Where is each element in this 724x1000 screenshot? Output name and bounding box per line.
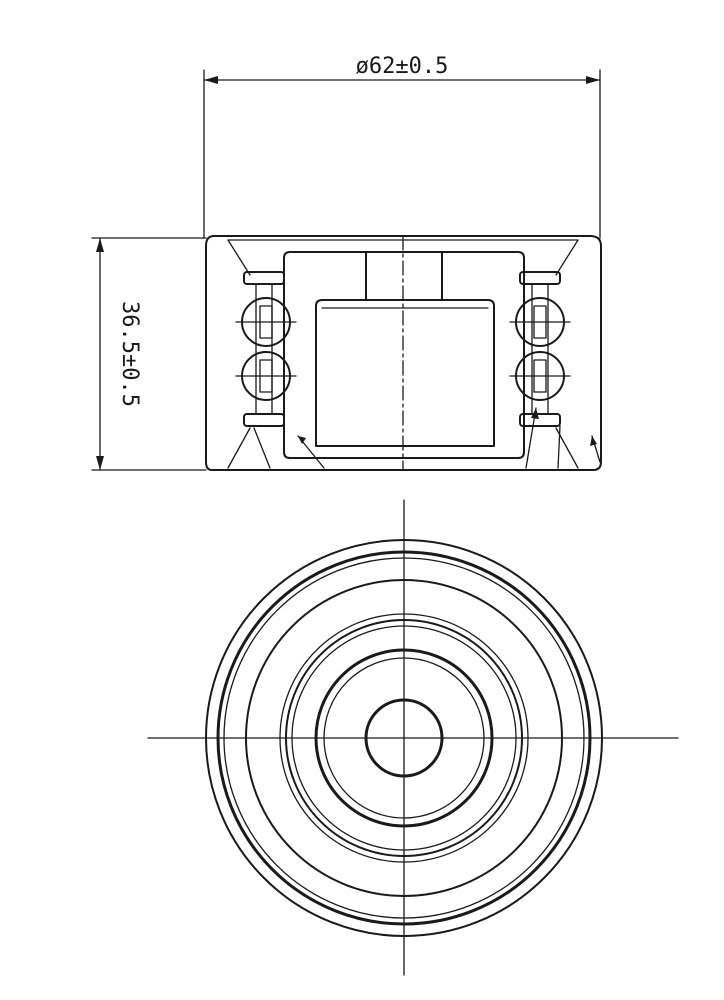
- leader-arrow-5: [590, 436, 597, 446]
- leader-line-1: [253, 427, 271, 469]
- inner-ring-1: [314, 648, 494, 828]
- plan-view: [147, 499, 679, 976]
- center-bore: [364, 698, 444, 778]
- inner-ring-2: [323, 657, 485, 819]
- section-view: [205, 235, 602, 471]
- left-upper-flange-line: [227, 239, 251, 276]
- height-dimension: 36.5±0.5: [91, 237, 207, 471]
- inner-housing-outline: [283, 251, 525, 459]
- left-bearing-top-race: [243, 271, 285, 285]
- left-bearing-bottom-race: [243, 413, 285, 427]
- height-arrow-bottom: [96, 456, 104, 470]
- leader-arrow-3: [531, 408, 539, 419]
- height-label: 36.5±0.5: [117, 301, 142, 407]
- left-lower-flange-line: [227, 427, 251, 469]
- hub-body-outline: [315, 299, 495, 447]
- leader-arrow-2: [298, 436, 306, 444]
- left-bearing: [235, 271, 297, 427]
- outer-ring-3: [223, 557, 585, 919]
- diameter-dimension: ø62±0.5: [203, 54, 601, 239]
- right-bearing-bottom-race: [519, 413, 561, 427]
- diameter-label: ø62±0.5: [356, 54, 449, 79]
- pulley-outer-outline: [205, 235, 602, 471]
- groove-ring: [245, 579, 563, 897]
- middle-ring-3: [291, 625, 517, 851]
- right-bearing: [509, 271, 571, 427]
- right-upper-flange-line: [555, 239, 579, 276]
- middle-ring-1: [279, 613, 529, 863]
- outer-ring-1: [205, 539, 603, 937]
- right-bearing-top-race: [519, 271, 561, 285]
- leader-lines: [253, 407, 601, 469]
- middle-ring-2: [285, 619, 523, 857]
- height-arrow-top: [96, 238, 104, 252]
- leader-line-4: [557, 425, 561, 469]
- hub-top-block: [365, 251, 443, 301]
- diameter-arrow-left: [204, 76, 218, 84]
- diameter-arrow-right: [586, 76, 600, 84]
- outer-ring-2: [216, 550, 592, 926]
